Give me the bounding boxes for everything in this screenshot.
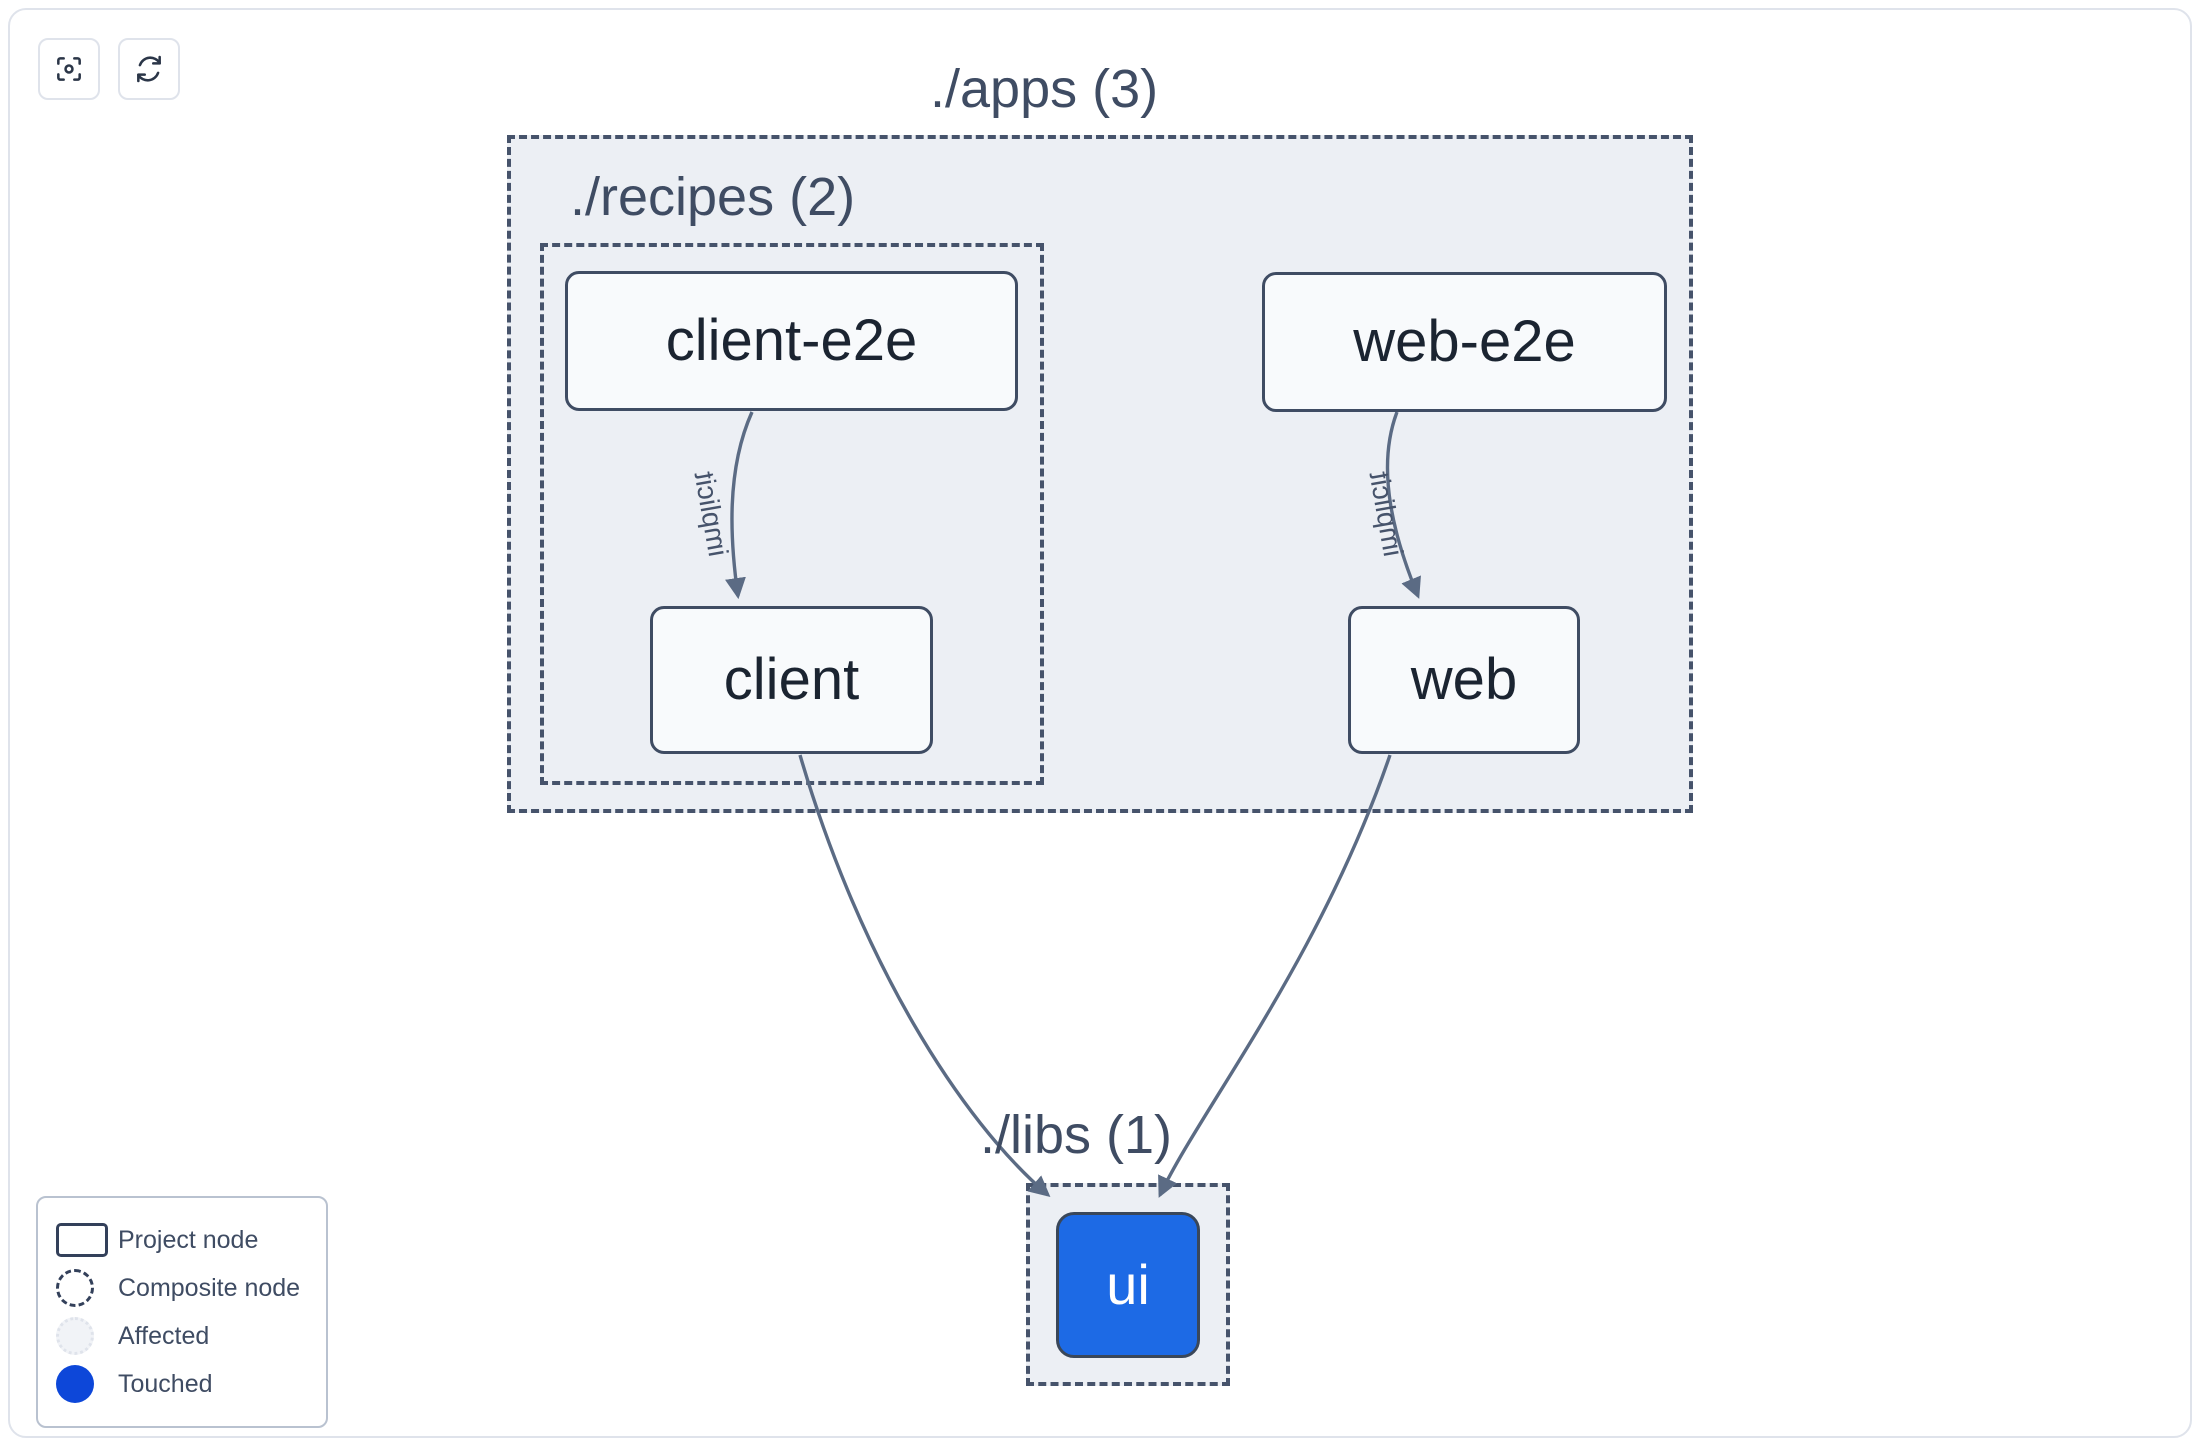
project-node-label: web: [1410, 647, 1518, 712]
legend-item-label: Affected: [118, 1321, 210, 1350]
project-node-swatch-icon: [56, 1223, 118, 1257]
legend-item-label: Project node: [118, 1225, 259, 1254]
composite-label-apps: ./apps (3): [930, 59, 1159, 119]
affected-swatch-icon: [56, 1317, 118, 1355]
legend-item-touched: Touched: [56, 1360, 306, 1408]
composite-label-recipes: ./recipes (2): [570, 167, 856, 227]
project-node-client-e2e[interactable]: client-e2e: [565, 271, 1018, 411]
graph-toolbar: [38, 38, 180, 100]
project-node-web[interactable]: web: [1348, 606, 1580, 754]
focus-target-icon: [53, 53, 85, 85]
touched-swatch-icon: [56, 1365, 118, 1403]
refresh-icon: [133, 53, 165, 85]
legend-item-project-node: Project node: [56, 1216, 306, 1264]
project-node-web-e2e[interactable]: web-e2e: [1262, 272, 1667, 412]
composite-node-swatch-icon: [56, 1269, 118, 1307]
project-node-label: client: [723, 647, 860, 712]
focus-graph-button[interactable]: [38, 38, 100, 100]
project-node-label: web-e2e: [1353, 309, 1576, 374]
composite-label-libs: ./libs (1): [980, 1105, 1173, 1165]
project-node-label: client-e2e: [665, 308, 918, 373]
legend-item-composite-node: Composite node: [56, 1264, 306, 1312]
legend-item-affected: Affected: [56, 1312, 306, 1360]
legend-item-label: Composite node: [118, 1273, 301, 1302]
legend-item-label: Touched: [118, 1369, 213, 1398]
refresh-graph-button[interactable]: [118, 38, 180, 100]
project-node-client[interactable]: client: [650, 606, 933, 754]
edge-web-to-ui: [1158, 754, 1392, 1198]
graph-legend: Project node Composite node Affected Tou…: [36, 1196, 328, 1428]
project-node-ui[interactable]: ui: [1056, 1212, 1200, 1358]
project-node-label: ui: [1106, 1253, 1150, 1316]
